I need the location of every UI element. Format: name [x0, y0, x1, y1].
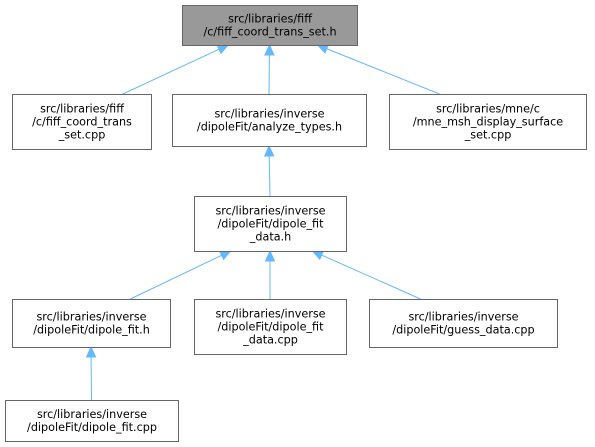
- edge-arrowhead: [218, 250, 232, 261]
- graph-node-n7[interactable]: src/libraries/inverse/dipoleFit/guess_da…: [369, 299, 558, 348]
- edges-layer: [85, 43, 440, 401]
- edge-arrowhead: [85, 345, 97, 358]
- node-label-line: src/libraries/inverse: [37, 408, 147, 421]
- focus-node-box: [182, 5, 358, 46]
- node-label-line: /mne_msh_display_surface: [413, 116, 563, 129]
- node-box: [389, 94, 587, 150]
- graph-node-n5[interactable]: src/libraries/inverse/dipoleFit/dipole_f…: [12, 299, 171, 348]
- node-label-line: src/libraries/inverse: [215, 205, 325, 218]
- node-label-line: _set.cpp: [58, 129, 106, 142]
- nodes-layer: src/libraries/fiff/c/fiff_coord_trans_se…: [5, 5, 587, 442]
- graph-node-n2[interactable]: src/libraries/inverse/dipoleFit/analyze_…: [172, 94, 367, 147]
- node-label-line: _data.cpp: [242, 334, 298, 347]
- node-box: [172, 94, 367, 147]
- node-label-line: _data.h: [249, 231, 291, 244]
- node-box: [12, 94, 152, 150]
- graph-node-n1[interactable]: src/libraries/fiff/c/fiff_coord_trans_se…: [12, 94, 152, 150]
- edge-n4-n5: [130, 254, 222, 300]
- graph-node-n6[interactable]: src/libraries/inverse/dipoleFit/dipole_f…: [194, 299, 347, 355]
- node-label-line: src/libraries/mne/c: [436, 103, 540, 116]
- graph-node-n0: src/libraries/fiff/c/fiff_coord_trans_se…: [182, 5, 358, 46]
- node-box: [194, 299, 347, 355]
- edge-arrowhead: [263, 144, 275, 157]
- node-label-line: _set.cpp: [464, 129, 512, 142]
- graph-node-n8[interactable]: src/libraries/inverse/dipoleFit/dipole_f…: [5, 400, 179, 442]
- node-label-line: /c/fiff_coord_trans: [32, 116, 132, 129]
- node-label-line: /dipoleFit/dipole_fit: [218, 218, 325, 231]
- edge-n4-n7: [321, 254, 421, 300]
- node-label-line: /dipoleFit/analyze_types.h: [197, 121, 342, 134]
- node-box: [5, 400, 179, 442]
- node-box: [369, 299, 558, 348]
- edge-arrowhead: [216, 44, 230, 55]
- node-label-line: src/libraries/inverse: [215, 308, 325, 321]
- node-label-line: src/libraries/inverse: [214, 108, 324, 121]
- node-box: [194, 196, 347, 252]
- edge-arrowhead: [264, 249, 276, 262]
- node-label-line: /c/fiff_coord_trans_set.h: [203, 26, 336, 39]
- edge-arrowhead: [311, 250, 325, 261]
- node-label-line: /dipoleFit/guess_data.cpp: [392, 324, 534, 337]
- graph-node-n4[interactable]: src/libraries/inverse/dipoleFit/dipole_f…: [194, 196, 347, 252]
- node-label-line: src/libraries/inverse: [408, 311, 518, 324]
- graph-node-n3[interactable]: src/libraries/mne/c/mne_msh_display_surf…: [389, 94, 587, 150]
- node-label-line: src/libraries/fiff: [40, 103, 124, 116]
- edge-n0-n3: [326, 48, 440, 95]
- node-box: [12, 299, 171, 348]
- node-label-line: /dipoleFit/dipole_fit.cpp: [27, 421, 157, 434]
- node-label-line: /dipoleFit/dipole_fit.h: [33, 324, 150, 337]
- node-label-line: src/libraries/fiff: [228, 13, 312, 26]
- node-label-line: /dipoleFit/dipole_fit: [218, 321, 325, 334]
- edge-n2-n4: [268, 155, 271, 197]
- node-label-line: src/libraries/inverse: [36, 311, 146, 324]
- edge-arrowhead: [264, 43, 275, 56]
- edge-n0-n1: [122, 48, 220, 95]
